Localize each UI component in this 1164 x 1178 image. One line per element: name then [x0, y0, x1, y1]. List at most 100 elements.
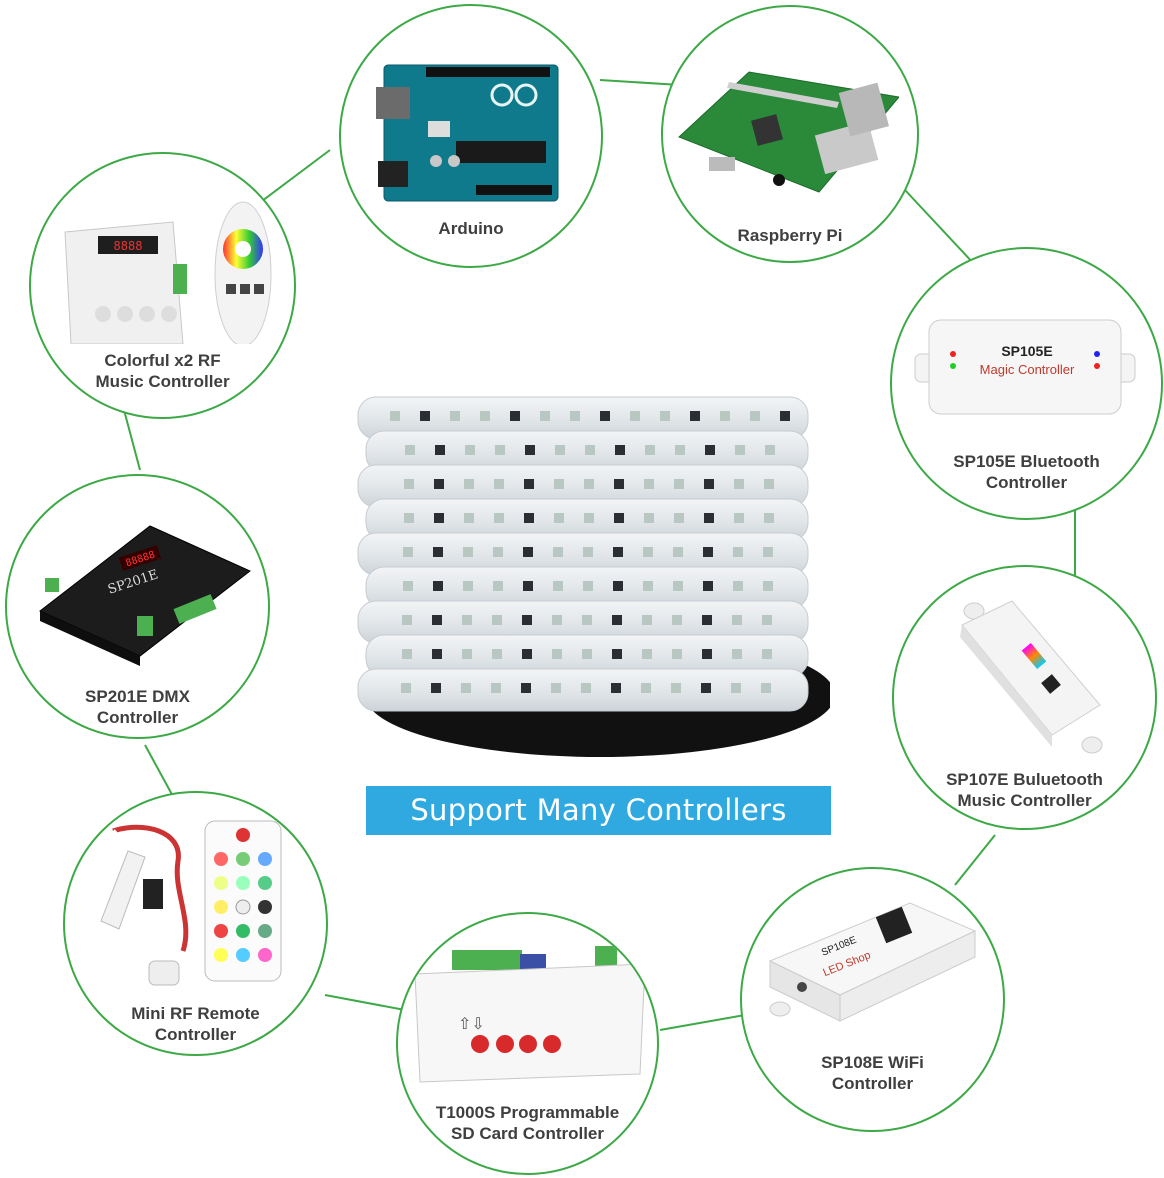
- sp105e-label: SP105E Bluetooth Controller: [953, 452, 1100, 492]
- led-chip: [732, 649, 742, 659]
- colorful-x2-label: Colorful x2 RF Music Controller: [95, 351, 230, 391]
- led-chip: [465, 445, 475, 455]
- led-chip: [494, 479, 504, 489]
- led-chip: [780, 411, 790, 421]
- led-chip: [764, 513, 774, 523]
- led-chip: [522, 649, 532, 659]
- led-chip: [463, 581, 473, 591]
- led-chip: [464, 513, 474, 523]
- led-chip: [764, 479, 774, 489]
- sp105e-image: SP105E Magic Controller: [914, 319, 1136, 415]
- raspberry-pi-node: Raspberry Pi: [661, 5, 919, 263]
- sp108e-label: SP108E WiFi Controller: [821, 1053, 924, 1093]
- led-chip: [614, 479, 624, 489]
- led-chip: [524, 479, 534, 489]
- led-chip: [552, 615, 562, 625]
- arduino-board-image: [376, 64, 559, 202]
- led-chip: [674, 513, 684, 523]
- led-chip: [673, 581, 683, 591]
- led-chip: [434, 513, 444, 523]
- led-chip: [461, 683, 471, 693]
- colorful-x2-image: 8888: [64, 201, 272, 344]
- led-chip: [553, 547, 563, 557]
- sp201e-label: SP201E DMX Controller: [85, 687, 190, 727]
- led-chip: [495, 445, 505, 455]
- led-chip: [674, 479, 684, 489]
- led-chip: [462, 649, 472, 659]
- led-chip: [734, 513, 744, 523]
- led-chip: [554, 479, 564, 489]
- sp108e-node: SP108E LED Shop SP108E WiFi Controller: [740, 867, 1005, 1132]
- led-chip: [402, 649, 412, 659]
- led-chip: [701, 683, 711, 693]
- led-chip: [645, 445, 655, 455]
- sp201e-image: 88888 SP201E: [39, 525, 251, 666]
- led-chip: [765, 445, 775, 455]
- sp105e-node: SP105E Magic Controller SP105E Bluetooth…: [890, 247, 1163, 520]
- led-chip: [390, 411, 400, 421]
- svg-text:SP105E: SP105E: [1001, 343, 1052, 359]
- led-chip: [761, 683, 771, 693]
- sp108e-image: SP108E LED Shop: [768, 902, 977, 1022]
- led-chip: [641, 683, 651, 693]
- led-chip: [763, 547, 773, 557]
- led-chip: [491, 683, 501, 693]
- led-chip: [434, 479, 444, 489]
- led-chip: [673, 547, 683, 557]
- led-chip: [644, 479, 654, 489]
- led-chip: [403, 547, 413, 557]
- led-chip: [492, 615, 502, 625]
- led-chip: [732, 615, 742, 625]
- t1000s-image: ⇧⇩: [414, 946, 646, 1083]
- led-chip: [525, 445, 535, 455]
- mini-rf-node: Mini RF Remote Controller: [63, 791, 328, 1056]
- sp107e-image: [960, 600, 1103, 754]
- svg-text:Magic Controller: Magic Controller: [980, 362, 1075, 377]
- led-chip: [704, 513, 714, 523]
- led-chip: [704, 479, 714, 489]
- sp107e-node: SP107E Buluetooth Music Controller: [892, 565, 1157, 830]
- led-chip: [405, 445, 415, 455]
- led-chip: [522, 615, 532, 625]
- led-chip: [494, 513, 504, 523]
- led-chip: [432, 615, 442, 625]
- led-chip: [643, 581, 653, 591]
- led-chip: [493, 581, 503, 591]
- led-chip: [540, 411, 550, 421]
- led-chip: [703, 547, 713, 557]
- sp201e-node: 88888 SP201E SP201E DMX Controller: [5, 474, 270, 739]
- led-chip: [702, 615, 712, 625]
- led-chip: [584, 513, 594, 523]
- led-chip: [644, 513, 654, 523]
- led-chip: [403, 581, 413, 591]
- led-chip: [600, 411, 610, 421]
- led-chip: [733, 547, 743, 557]
- t1000s-node: ⇧⇩ T1000S Programmable SD Card Controlle…: [396, 912, 659, 1175]
- led-chip: [613, 581, 623, 591]
- led-chip: [581, 683, 591, 693]
- led-chip: [762, 615, 772, 625]
- led-chip: [521, 683, 531, 693]
- led-chip: [464, 479, 474, 489]
- led-chip: [615, 445, 625, 455]
- led-chip: [584, 479, 594, 489]
- mini-rf-image: [100, 820, 282, 986]
- led-chip: [612, 649, 622, 659]
- led-chip: [611, 683, 621, 693]
- led-chip: [643, 547, 653, 557]
- led-chip: [763, 581, 773, 591]
- led-chip: [480, 411, 490, 421]
- led-chip: [690, 411, 700, 421]
- led-chip: [734, 479, 744, 489]
- led-chip: [582, 649, 592, 659]
- led-chip: [582, 615, 592, 625]
- led-chip: [551, 683, 561, 693]
- sp107e-label: SP107E Buluetooth Music Controller: [946, 770, 1103, 810]
- led-chip: [702, 649, 712, 659]
- led-chip: [733, 581, 743, 591]
- led-chip: [612, 615, 622, 625]
- led-chip: [554, 513, 564, 523]
- led-chip: [583, 581, 593, 591]
- led-chip: [492, 649, 502, 659]
